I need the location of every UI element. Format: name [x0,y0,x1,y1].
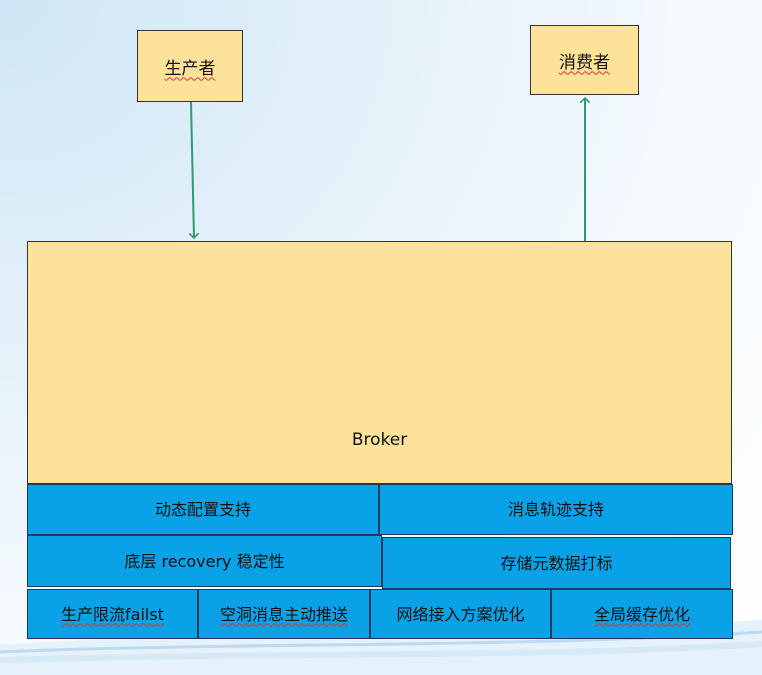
feature-label: 空洞消息主动推送 [219,604,348,624]
feature-label: 存储元数据打标 [500,553,613,573]
producer-label: 生产者 [164,58,216,79]
feature-label: 生产限流failst [61,604,164,624]
producer-to-broker-arrow [191,101,194,238]
feature-label: 底层 recovery 稳定性 [124,551,285,571]
feature-hole-message-push: 空洞消息主动推送 [198,589,370,639]
feature-message-trace: 消息轨迹支持 [379,484,733,535]
feature-producer-rate-limit: 生产限流failst [27,589,198,639]
feature-label: 消息轨迹支持 [507,500,604,519]
feature-label: 网络接入方案优化 [396,604,525,624]
feature-network-access-optimization: 网络接入方案优化 [370,589,551,639]
broker-label: Broker [351,430,408,450]
feature-storage-metadata-tagging: 存储元数据打标 [382,537,731,589]
broker-box: Broker [27,241,732,484]
feature-label: 动态配置支持 [154,500,251,519]
feature-label: 全局缓存优化 [593,604,690,624]
feature-recovery-stability: 底层 recovery 稳定性 [27,535,382,587]
feature-dynamic-config: 动态配置支持 [27,484,379,535]
consumer-box: 消费者 [530,25,639,95]
producer-box: 生产者 [137,30,243,102]
feature-global-cache-optimization: 全局缓存优化 [551,589,733,639]
consumer-label: 消费者 [559,52,610,73]
